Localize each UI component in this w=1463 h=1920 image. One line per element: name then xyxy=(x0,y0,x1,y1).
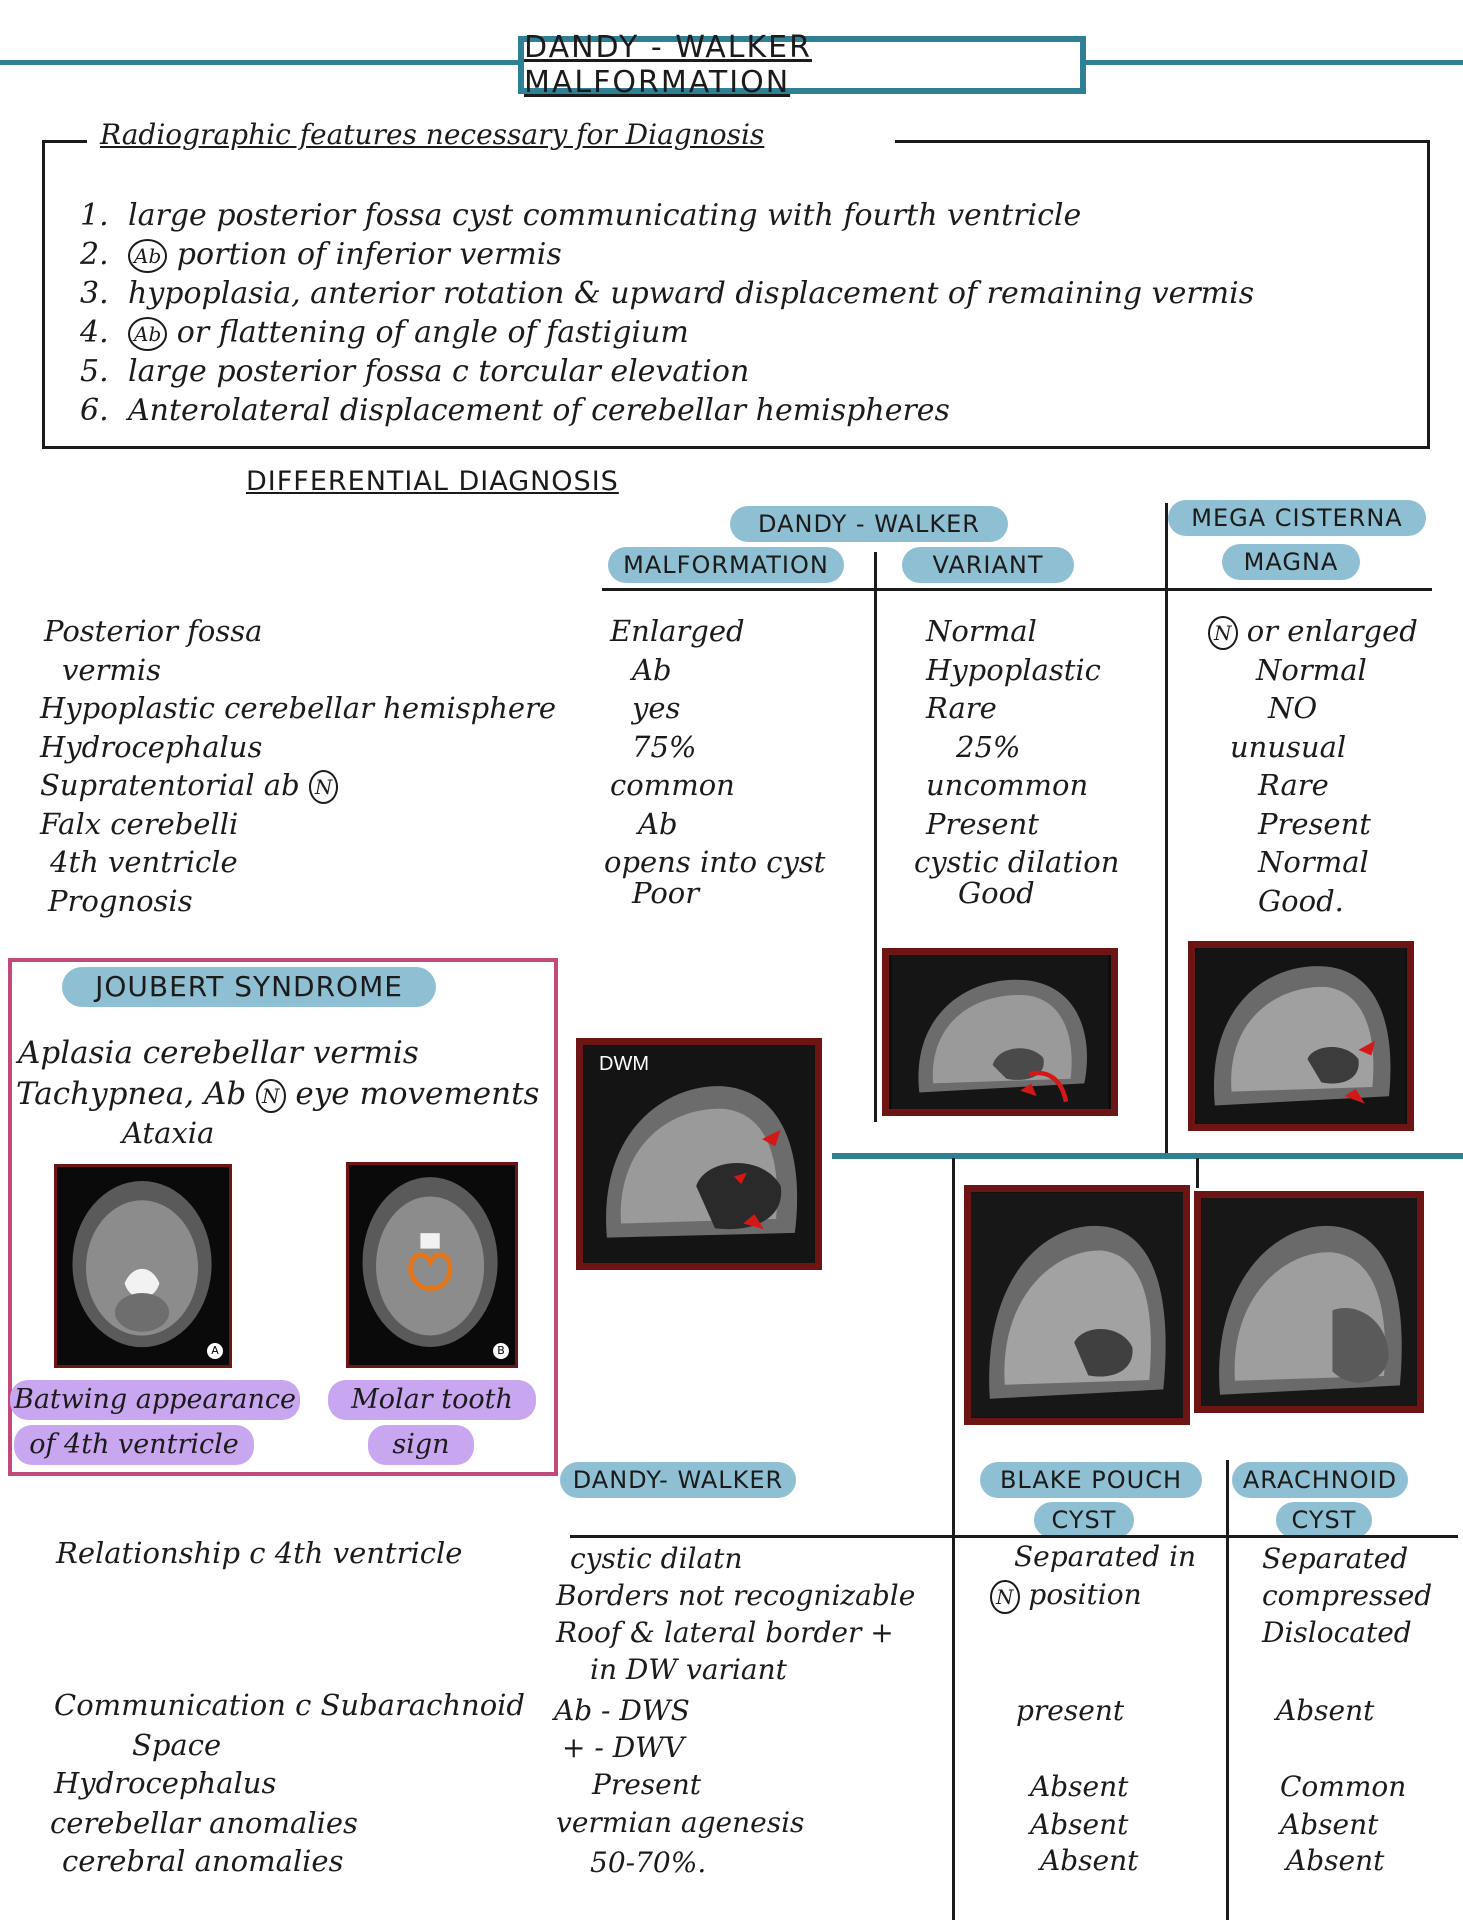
criteria-item: 6.Anterolateral displacement of cerebell… xyxy=(80,393,950,428)
molar-caption-1: Molar tooth xyxy=(328,1380,536,1420)
image-letter-a: A xyxy=(207,1343,223,1359)
ddx2-row-cerebral: cerebral anomalies xyxy=(62,1844,344,1878)
ddx2-dw-cerebral: 50-70%. xyxy=(590,1846,707,1879)
ddx2-row-relationship: Relationship c 4th ventricle xyxy=(56,1536,463,1570)
normal-circle-icon: N xyxy=(990,1579,1020,1614)
brain-axial-icon xyxy=(72,1180,212,1348)
ddx2-blake-relationship-1: Separated in xyxy=(1014,1540,1197,1573)
normal-circle-icon: N xyxy=(1208,616,1238,650)
brain-sagittal-icon xyxy=(583,1045,815,1263)
row-label: Hydrocephalus xyxy=(40,729,263,764)
ddx2-arach-cerebellar: Absent xyxy=(1280,1808,1379,1841)
ddx-table-rule xyxy=(602,588,1432,591)
normal-circle-icon: N xyxy=(308,770,339,804)
ddx2-arach-hydrocephalus: Common xyxy=(1280,1770,1407,1803)
ddx2-pill-blake-1: BLAKE POUCH xyxy=(980,1462,1202,1498)
image-letter-b: B xyxy=(493,1343,509,1359)
ddx-heading: DIFFERENTIAL DIAGNOSIS xyxy=(246,466,619,497)
mri-blake-pouch-image xyxy=(964,1185,1190,1425)
ddx2-dw-cerebellar: vermian agenesis xyxy=(556,1806,805,1839)
ddx2-row-communication-1: Communication c Subarachnoid xyxy=(54,1688,525,1722)
joubert-line-1: Aplasia cerebellar vermis xyxy=(18,1035,419,1071)
ddx-pill-malformation: MALFORMATION xyxy=(608,547,844,583)
ddx2-blake-cerebral: Absent xyxy=(1040,1844,1139,1877)
mri-dwm-image: DWM xyxy=(576,1038,822,1270)
ddx2-table-rule xyxy=(570,1535,1458,1538)
brain-sagittal-icon xyxy=(1196,948,1406,1124)
ddx2-pill-arach-2: CYST xyxy=(1276,1502,1372,1538)
row-label: 4th ventricle xyxy=(50,845,238,879)
title-rule-left xyxy=(0,60,520,65)
criteria-frame-top-left xyxy=(42,140,87,143)
batwing-caption-2: of 4th ventricle xyxy=(14,1425,254,1465)
row-label: vermis xyxy=(62,652,162,687)
brain-sagittal-icon xyxy=(891,955,1109,1109)
criteria-frame xyxy=(42,140,1430,449)
ddx-col-divider xyxy=(874,552,877,1122)
criteria-item: 1.large posterior fossa cyst communicati… xyxy=(80,198,1082,233)
row-label: Falx cerebelli xyxy=(40,806,239,841)
brain-sagittal-icon xyxy=(1201,1198,1417,1406)
joubert-line-3: Ataxia xyxy=(122,1116,215,1150)
ddx-col-divider xyxy=(1165,503,1168,1153)
ddx2-row-cerebellar: cerebellar anomalies xyxy=(50,1806,358,1840)
mri-mega-cisterna-image xyxy=(1188,941,1414,1131)
row-label: Supratentorial ab N xyxy=(40,766,556,805)
criteria-heading: Radiographic features necessary for Diag… xyxy=(90,118,775,151)
ddx2-pill-blake-2: CYST xyxy=(1034,1502,1134,1538)
ddx2-row-hydrocephalus: Hydrocephalus xyxy=(54,1766,277,1800)
ddx2-arach-cerebral: Absent xyxy=(1286,1844,1385,1877)
ddx2-col-divider xyxy=(952,1158,955,1920)
page-title: DANDY - WALKER MALFORMATION xyxy=(524,30,812,100)
row-label: Prognosis xyxy=(48,883,193,918)
joubert-image-a: A xyxy=(54,1164,232,1368)
ddx2-col-divider xyxy=(1226,1460,1229,1920)
ddx-col-mega: N or enlarged Normal NO unusual Rare Pre… xyxy=(1208,612,1418,920)
title-rule-right xyxy=(1084,60,1463,65)
criteria-item: 3.hypoplasia, anterior rotation & upward… xyxy=(80,276,1255,311)
joubert-title: JOUBERT SYNDROME xyxy=(62,967,436,1007)
ab-circle-icon: Ab xyxy=(128,239,168,273)
ddx-col-malformation: Enlarged Ab yes 75% common Ab opens into… xyxy=(604,614,826,910)
ddx2-row-communication-2: Space xyxy=(132,1728,222,1762)
ddx2-dw-hydrocephalus: Present xyxy=(592,1768,702,1801)
brain-sagittal-icon xyxy=(971,1192,1183,1418)
title-box: DANDY - WALKER MALFORMATION xyxy=(518,30,1086,100)
criteria-frame-top-right xyxy=(895,140,1427,143)
ddx-row-labels: Posterior fossa vermis Hypoplastic cereb… xyxy=(40,612,556,920)
joubert-image-b: B xyxy=(346,1162,518,1368)
mri-arachnoid-cyst-image xyxy=(1194,1191,1424,1413)
row-label: Posterior fossa xyxy=(44,614,263,648)
joubert-line-2: Tachypnea, Ab N eye movements xyxy=(16,1076,540,1113)
row-label: Hypoplastic cerebellar hemisphere xyxy=(40,691,557,725)
ddx2-arach-relationship: Separated compressed Dislocated xyxy=(1262,1542,1433,1649)
molar-caption-2: sign xyxy=(368,1425,474,1465)
criteria-item: 2.Ab portion of inferior vermis xyxy=(80,237,562,273)
ddx2-dw-relationship: cystic dilatn Borders not recognizable R… xyxy=(556,1542,916,1686)
ddx-col-variant: Normal Hypoplastic Rare 25% uncommon Pre… xyxy=(914,614,1120,910)
brain-axial-icon xyxy=(362,1177,498,1348)
ddx2-arach-communication: Absent xyxy=(1276,1694,1375,1727)
ddx2-blake-communication: present xyxy=(1016,1694,1125,1727)
mri-variant-image xyxy=(882,948,1118,1116)
criteria-item: 5.large posterior fossa c torcular eleva… xyxy=(80,354,750,389)
normal-circle-icon: N xyxy=(256,1078,286,1113)
ddx2-col-divider xyxy=(1196,1158,1199,1188)
batwing-caption-1: Batwing appearance xyxy=(10,1380,300,1420)
dwm-image-label: DWM xyxy=(599,1053,649,1075)
ab-circle-icon: Ab xyxy=(128,317,168,351)
ddx-pill-variant: VARIANT xyxy=(902,547,1074,583)
ddx2-dw-communication: Ab - DWS + - DWV xyxy=(554,1694,690,1764)
criteria-item: 4.Ab or flattening of angle of fastigium xyxy=(80,315,689,351)
ddx-pill-magna: MAGNA xyxy=(1222,544,1360,580)
ddx2-pill-dandy-walker: DANDY- WALKER xyxy=(560,1462,796,1498)
ddx2-pill-arach-1: ARACHNOID xyxy=(1232,1462,1408,1498)
ddx2-blake-relationship-2: N position xyxy=(990,1578,1142,1614)
ddx-pill-mega-cisterna: MEGA CISTERNA xyxy=(1168,500,1426,536)
joubert-box xyxy=(8,958,558,1476)
ddx-pill-dandy-walker: DANDY - WALKER xyxy=(730,506,1008,542)
section-divider xyxy=(832,1153,1463,1159)
ddx2-blake-cerebellar: Absent xyxy=(1030,1808,1129,1841)
ddx2-blake-hydrocephalus: Absent xyxy=(1030,1770,1129,1803)
